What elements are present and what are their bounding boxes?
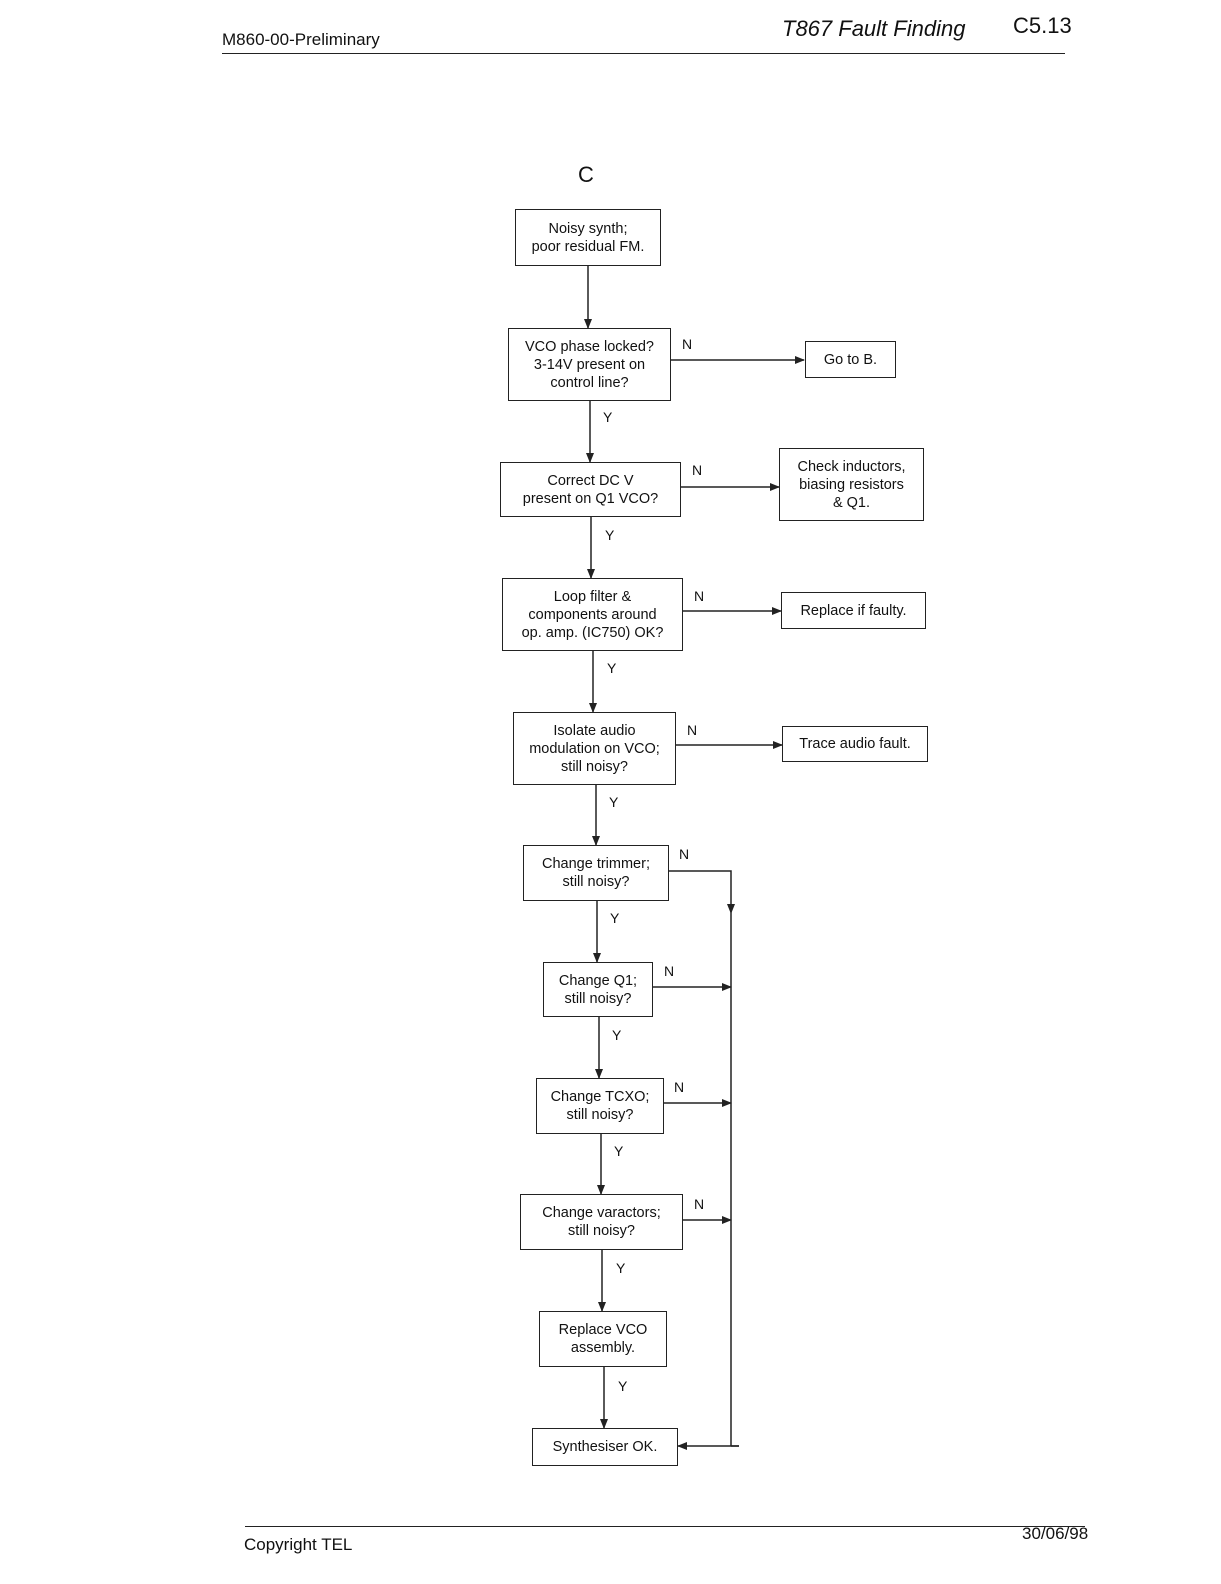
label-no: N [694, 588, 705, 604]
edge-trimmer-no [668, 870, 735, 914]
footer-date: 30/06/98 [1022, 1524, 1089, 1543]
node-synthesiser-ok: Synthesiser OK. [532, 1428, 678, 1466]
node-vco-phase-locked: VCO phase locked? 3-14V present on contr… [508, 328, 671, 401]
label-no: N [674, 1079, 685, 1095]
label-no: N [687, 722, 698, 738]
label-no: N [679, 846, 690, 862]
node-correct-dc-v: Correct DC V present on Q1 VCO? [500, 462, 681, 517]
page-number: C5.13 [1013, 13, 1072, 38]
node-change-tcxo: Change TCXO; still noisy? [536, 1078, 664, 1134]
copyright-label: Copyright [244, 1535, 317, 1554]
label-yes: Y [610, 910, 620, 926]
node-replace-vco: Replace VCO assembly. [539, 1311, 667, 1367]
section-letter: C [578, 162, 594, 187]
node-change-trimmer: Change trimmer; still noisy? [523, 845, 669, 901]
node-change-varactors: Change varactors; still noisy? [520, 1194, 683, 1250]
node-go-to-b: Go to B. [805, 341, 896, 378]
label-yes: Y [607, 660, 617, 676]
label-yes: Y [609, 794, 619, 810]
label-yes: Y [612, 1027, 622, 1043]
node-loop-filter: Loop filter & components around op. amp.… [502, 578, 683, 651]
node-change-q1: Change Q1; still noisy? [543, 962, 653, 1017]
copyright-holder: TEL [321, 1535, 353, 1554]
node-check-inductors: Check inductors, biasing resistors & Q1. [779, 448, 924, 521]
label-no: N [692, 462, 703, 478]
label-yes: Y [614, 1143, 624, 1159]
node-replace-if-faulty: Replace if faulty. [781, 592, 926, 629]
label-no: N [664, 963, 675, 979]
node-noisy-synth: Noisy synth; poor residual FM. [515, 209, 661, 266]
label-yes: Y [603, 409, 613, 425]
page-title: T867 Fault Finding [782, 16, 966, 41]
label-no: N [682, 336, 693, 352]
footer-rule [245, 1526, 1085, 1527]
header-rule [222, 53, 1065, 54]
label-no: N [694, 1196, 705, 1212]
node-isolate-audio: Isolate audio modulation on VCO; still n… [513, 712, 676, 785]
label-yes: Y [618, 1378, 628, 1394]
copyright: Copyright TEL [244, 1535, 352, 1555]
node-trace-audio-fault: Trace audio fault. [782, 726, 928, 762]
document-code: M860-00-Preliminary [222, 30, 380, 49]
label-yes: Y [605, 527, 615, 543]
label-yes: Y [616, 1260, 626, 1276]
